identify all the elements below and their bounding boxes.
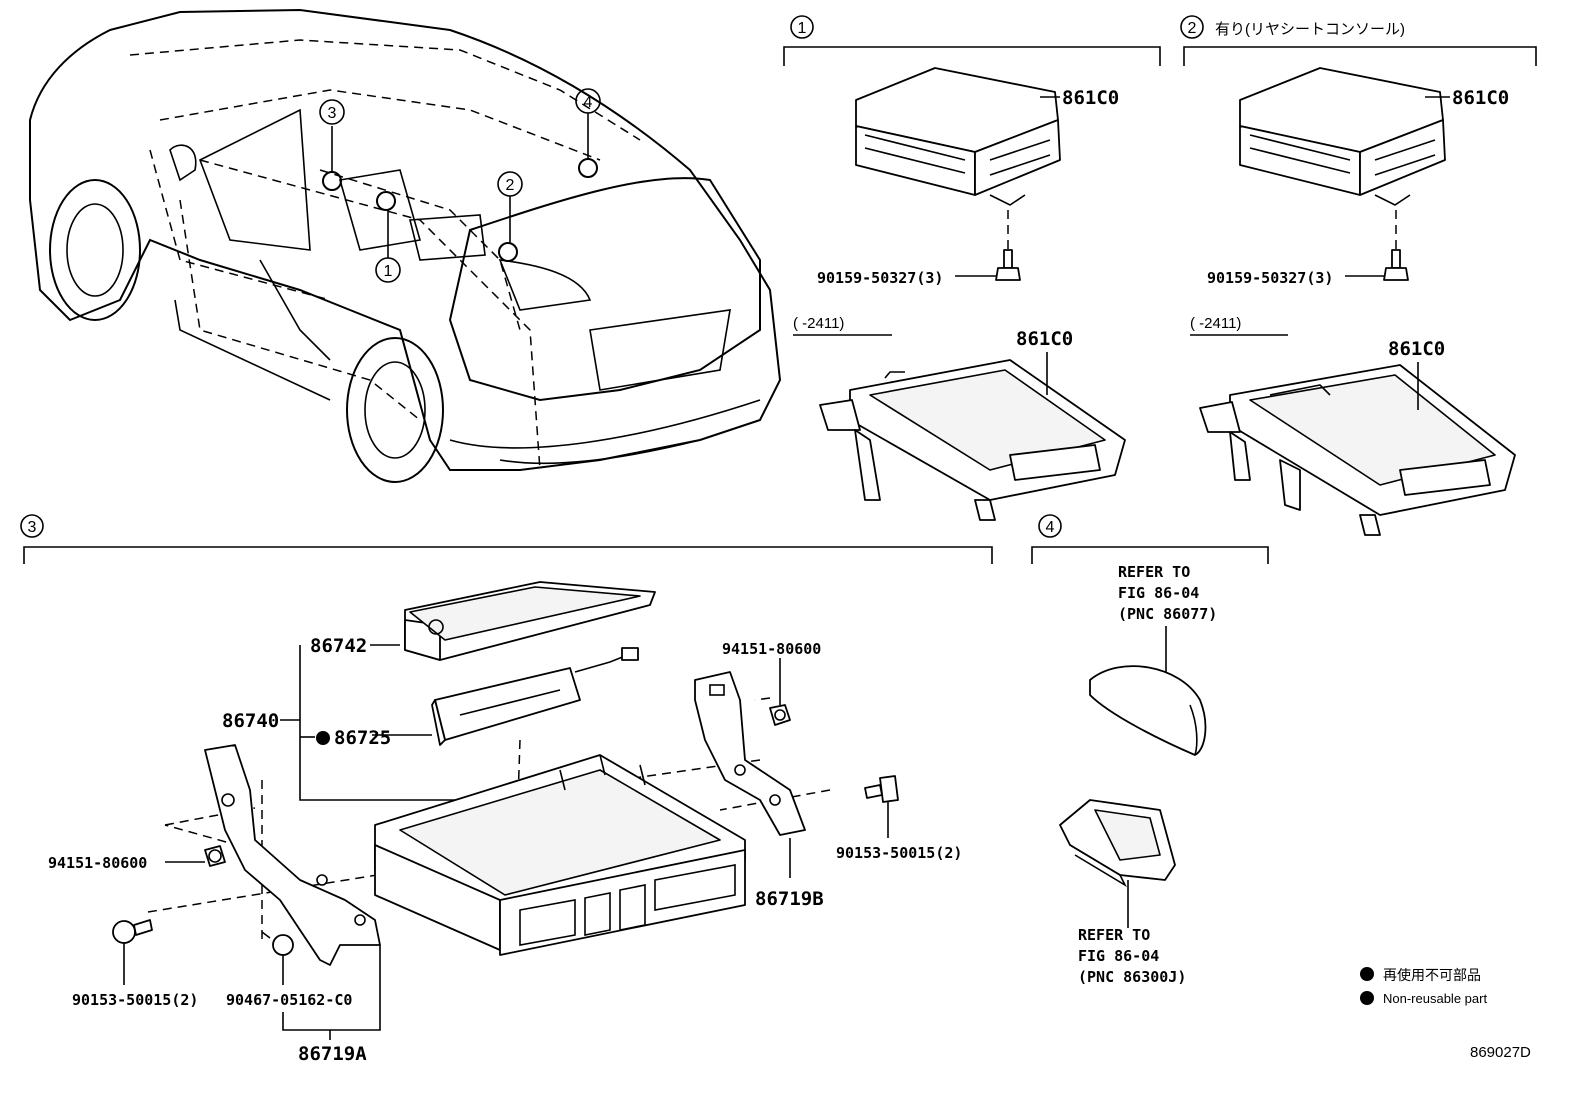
callout-1: 1 — [375, 257, 401, 283]
svg-text:1: 1 — [384, 263, 393, 280]
bracket-86719b — [694, 671, 806, 836]
bracket-861c0-s1 — [819, 359, 1126, 521]
non-reusable-dot-86725 — [316, 731, 330, 745]
section-3-number: 3 — [28, 519, 37, 536]
label-861c0-s1-bracket: 861C0 — [1016, 328, 1073, 350]
label-90153-right: 90153-50015(2) — [836, 844, 962, 862]
label-86725: 86725 — [334, 727, 391, 749]
bolt-90153-left — [112, 919, 153, 944]
clip-94151-left — [204, 845, 226, 867]
callout-2: 2 — [497, 171, 523, 197]
refer-2-line-1: REFER TO — [1078, 926, 1150, 944]
bolt-90153-right — [864, 775, 899, 803]
label-861c0-s2-ecu: 861C0 — [1452, 87, 1509, 109]
svg-text:2: 2 — [506, 177, 515, 194]
section-1: 1 861C0 90159-50327(3) ( -2411) — [783, 15, 1161, 521]
refer-2-line-3: (PNC 86300J) — [1078, 968, 1186, 986]
figure-code: 869027D — [1470, 1044, 1531, 1061]
antenna-shark-fin — [1089, 665, 1207, 756]
ecu-861c0-s1 — [855, 67, 1061, 206]
section-1-number: 1 — [798, 20, 807, 37]
section-4: 4 REFER TO FIG 86-04 (PNC 86077) REFER T… — [1031, 514, 1269, 986]
label-90467: 90467-05162-C0 — [226, 991, 352, 1009]
bracket-86719a — [204, 744, 381, 966]
refer-1-line-1: REFER TO — [1118, 563, 1190, 581]
cover-86742 — [404, 581, 656, 661]
label-861c0-s1-ecu: 861C0 — [1062, 87, 1119, 109]
label-94151-top: 94151-80600 — [722, 640, 821, 658]
svg-text:4: 4 — [584, 94, 593, 111]
antenna-module — [1059, 799, 1176, 888]
label-94151-left: 94151-80600 — [48, 854, 147, 872]
section-3: 3 86742 86725 86740 — [20, 514, 993, 1065]
svg-text:3: 3 — [328, 105, 337, 122]
legend: 再使用不可部品 Non-reusable part — [1360, 967, 1487, 1006]
callout-3: 3 — [319, 99, 345, 125]
ecu-861c0-s2 — [1239, 67, 1446, 206]
legend-dot-jp — [1360, 967, 1374, 981]
label-range-s2: ( -2411) — [1190, 315, 1241, 332]
clip-90467 — [261, 931, 294, 956]
label-86719b: 86719B — [755, 888, 824, 910]
label-90159-s2: 90159-50327(3) — [1207, 269, 1333, 287]
label-range-s1: ( -2411) — [793, 315, 844, 332]
label-90159-s1: 90159-50327(3) — [817, 269, 943, 287]
legend-text-jp: 再使用不可部品 — [1383, 967, 1481, 983]
refer-1-line-3: (PNC 86077) — [1118, 605, 1217, 623]
label-86740: 86740 — [222, 710, 279, 732]
module-86725 — [431, 647, 639, 746]
refer-1-line-2: FIG 86-04 — [1118, 584, 1199, 602]
section-2-title: 有り(リヤシートコンソール) — [1215, 21, 1405, 38]
legend-dot-en — [1360, 991, 1374, 1005]
section-2: 2 有り(リヤシートコンソール) 861C0 90159-50327(3) ( … — [1180, 15, 1537, 536]
bolt-90159-s2 — [1383, 249, 1409, 281]
refer-2-line-2: FIG 86-04 — [1078, 947, 1159, 965]
label-86742: 86742 — [310, 635, 367, 657]
label-861c0-s2-bracket: 861C0 — [1388, 338, 1445, 360]
vehicle-illustration: 3 1 2 4 — [29, 8, 782, 483]
section-4-number: 4 — [1046, 519, 1055, 536]
label-90153-left: 90153-50015(2) — [72, 991, 198, 1009]
label-86719a: 86719A — [298, 1043, 367, 1065]
bolt-90159-s1 — [995, 249, 1021, 281]
legend-text-en: Non-reusable part — [1383, 991, 1487, 1006]
tray-main — [374, 754, 746, 956]
section-2-number: 2 — [1188, 20, 1197, 37]
callout-4: 4 — [575, 88, 601, 114]
bracket-861c0-s2 — [1199, 364, 1516, 536]
clip-94151-top — [769, 704, 791, 726]
